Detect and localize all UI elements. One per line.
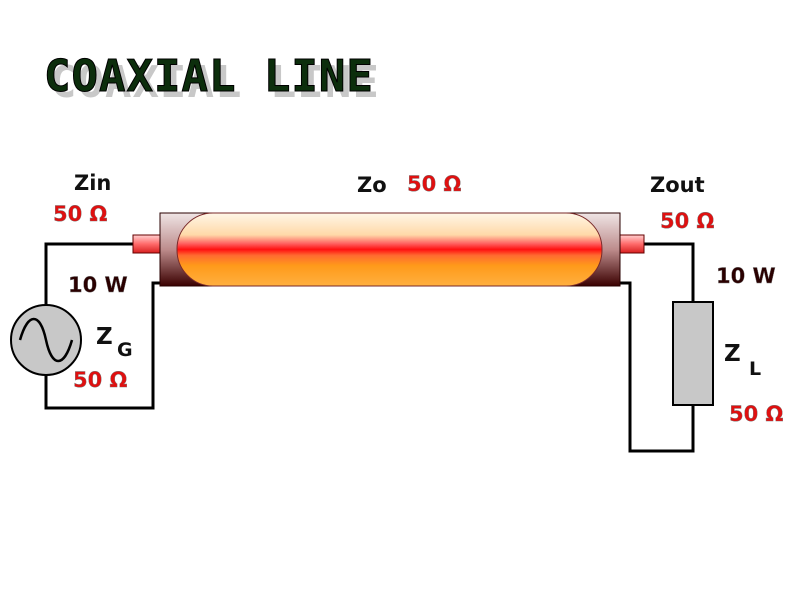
zo-label: Zo (357, 173, 387, 197)
zin-value: 50 Ω (53, 202, 108, 226)
page-title: COAXIAL LINE COAXIAL LINE (44, 51, 380, 109)
zout-label: Zout (650, 173, 705, 197)
coaxial-cable (132, 212, 645, 287)
sine-wave-icon (18, 318, 74, 362)
load-power-label: 10 W (716, 264, 776, 288)
load-resistor (672, 301, 714, 406)
source-top-wire (44, 242, 140, 305)
page-title-shadow: COAXIAL LINE (50, 57, 380, 108)
left-connector-pin (132, 234, 164, 254)
load-impedance-value: 50 Ω (729, 402, 784, 426)
load-bottom-wire (618, 281, 695, 453)
page-title-text: COAXIAL LINE (44, 51, 374, 102)
load-top-wire (642, 242, 695, 302)
source-power-label: 10 W (68, 273, 128, 297)
zo-value: 50 Ω (407, 172, 462, 196)
load-impedance-symbol: Z (724, 341, 741, 367)
source-impedance-subscript: G (117, 339, 133, 361)
zin-label: Zin (74, 171, 111, 195)
generator-source (10, 304, 82, 376)
source-bottom-wire (44, 281, 160, 410)
labels: Zin 50 Ω Zo 50 Ω Zout 50 Ω 10 W Z G 50 Ω… (53, 171, 784, 426)
circuit-wires (44, 242, 695, 453)
zout-value: 50 Ω (660, 209, 715, 233)
source-impedance-value: 50 Ω (73, 368, 128, 392)
cable-core (176, 212, 603, 287)
source-impedance-symbol: Z (96, 324, 113, 350)
load-impedance-subscript: L (749, 358, 761, 380)
